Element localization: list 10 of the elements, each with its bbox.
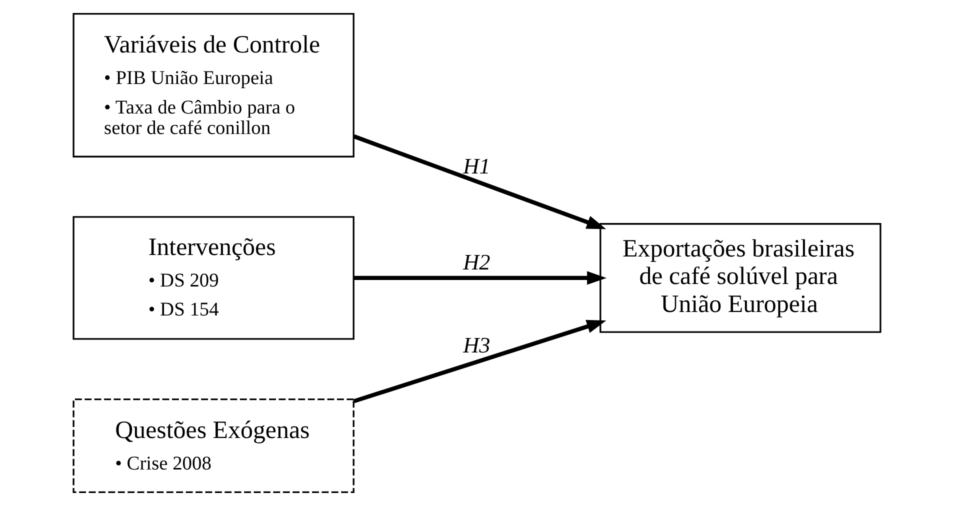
node-box: Exportações brasileiras de café solúvel para União Europeia (599, 223, 881, 333)
arrow (352, 320, 606, 404)
node-box: Variáveis de Controle • PIB União Europeia • Taxa de Câmbio para o setor de café conillon (72, 13, 354, 158)
arrow (354, 271, 606, 285)
node-box: Intervenções • DS 209 • DS 154 (72, 216, 354, 340)
node-box: Questões Exógenas • Crise 2008 (72, 398, 354, 493)
edge-label: H2 (462, 249, 490, 274)
edge-label: H3 (462, 332, 490, 358)
edge-label: H1 (462, 154, 490, 179)
arrow (352, 134, 606, 230)
